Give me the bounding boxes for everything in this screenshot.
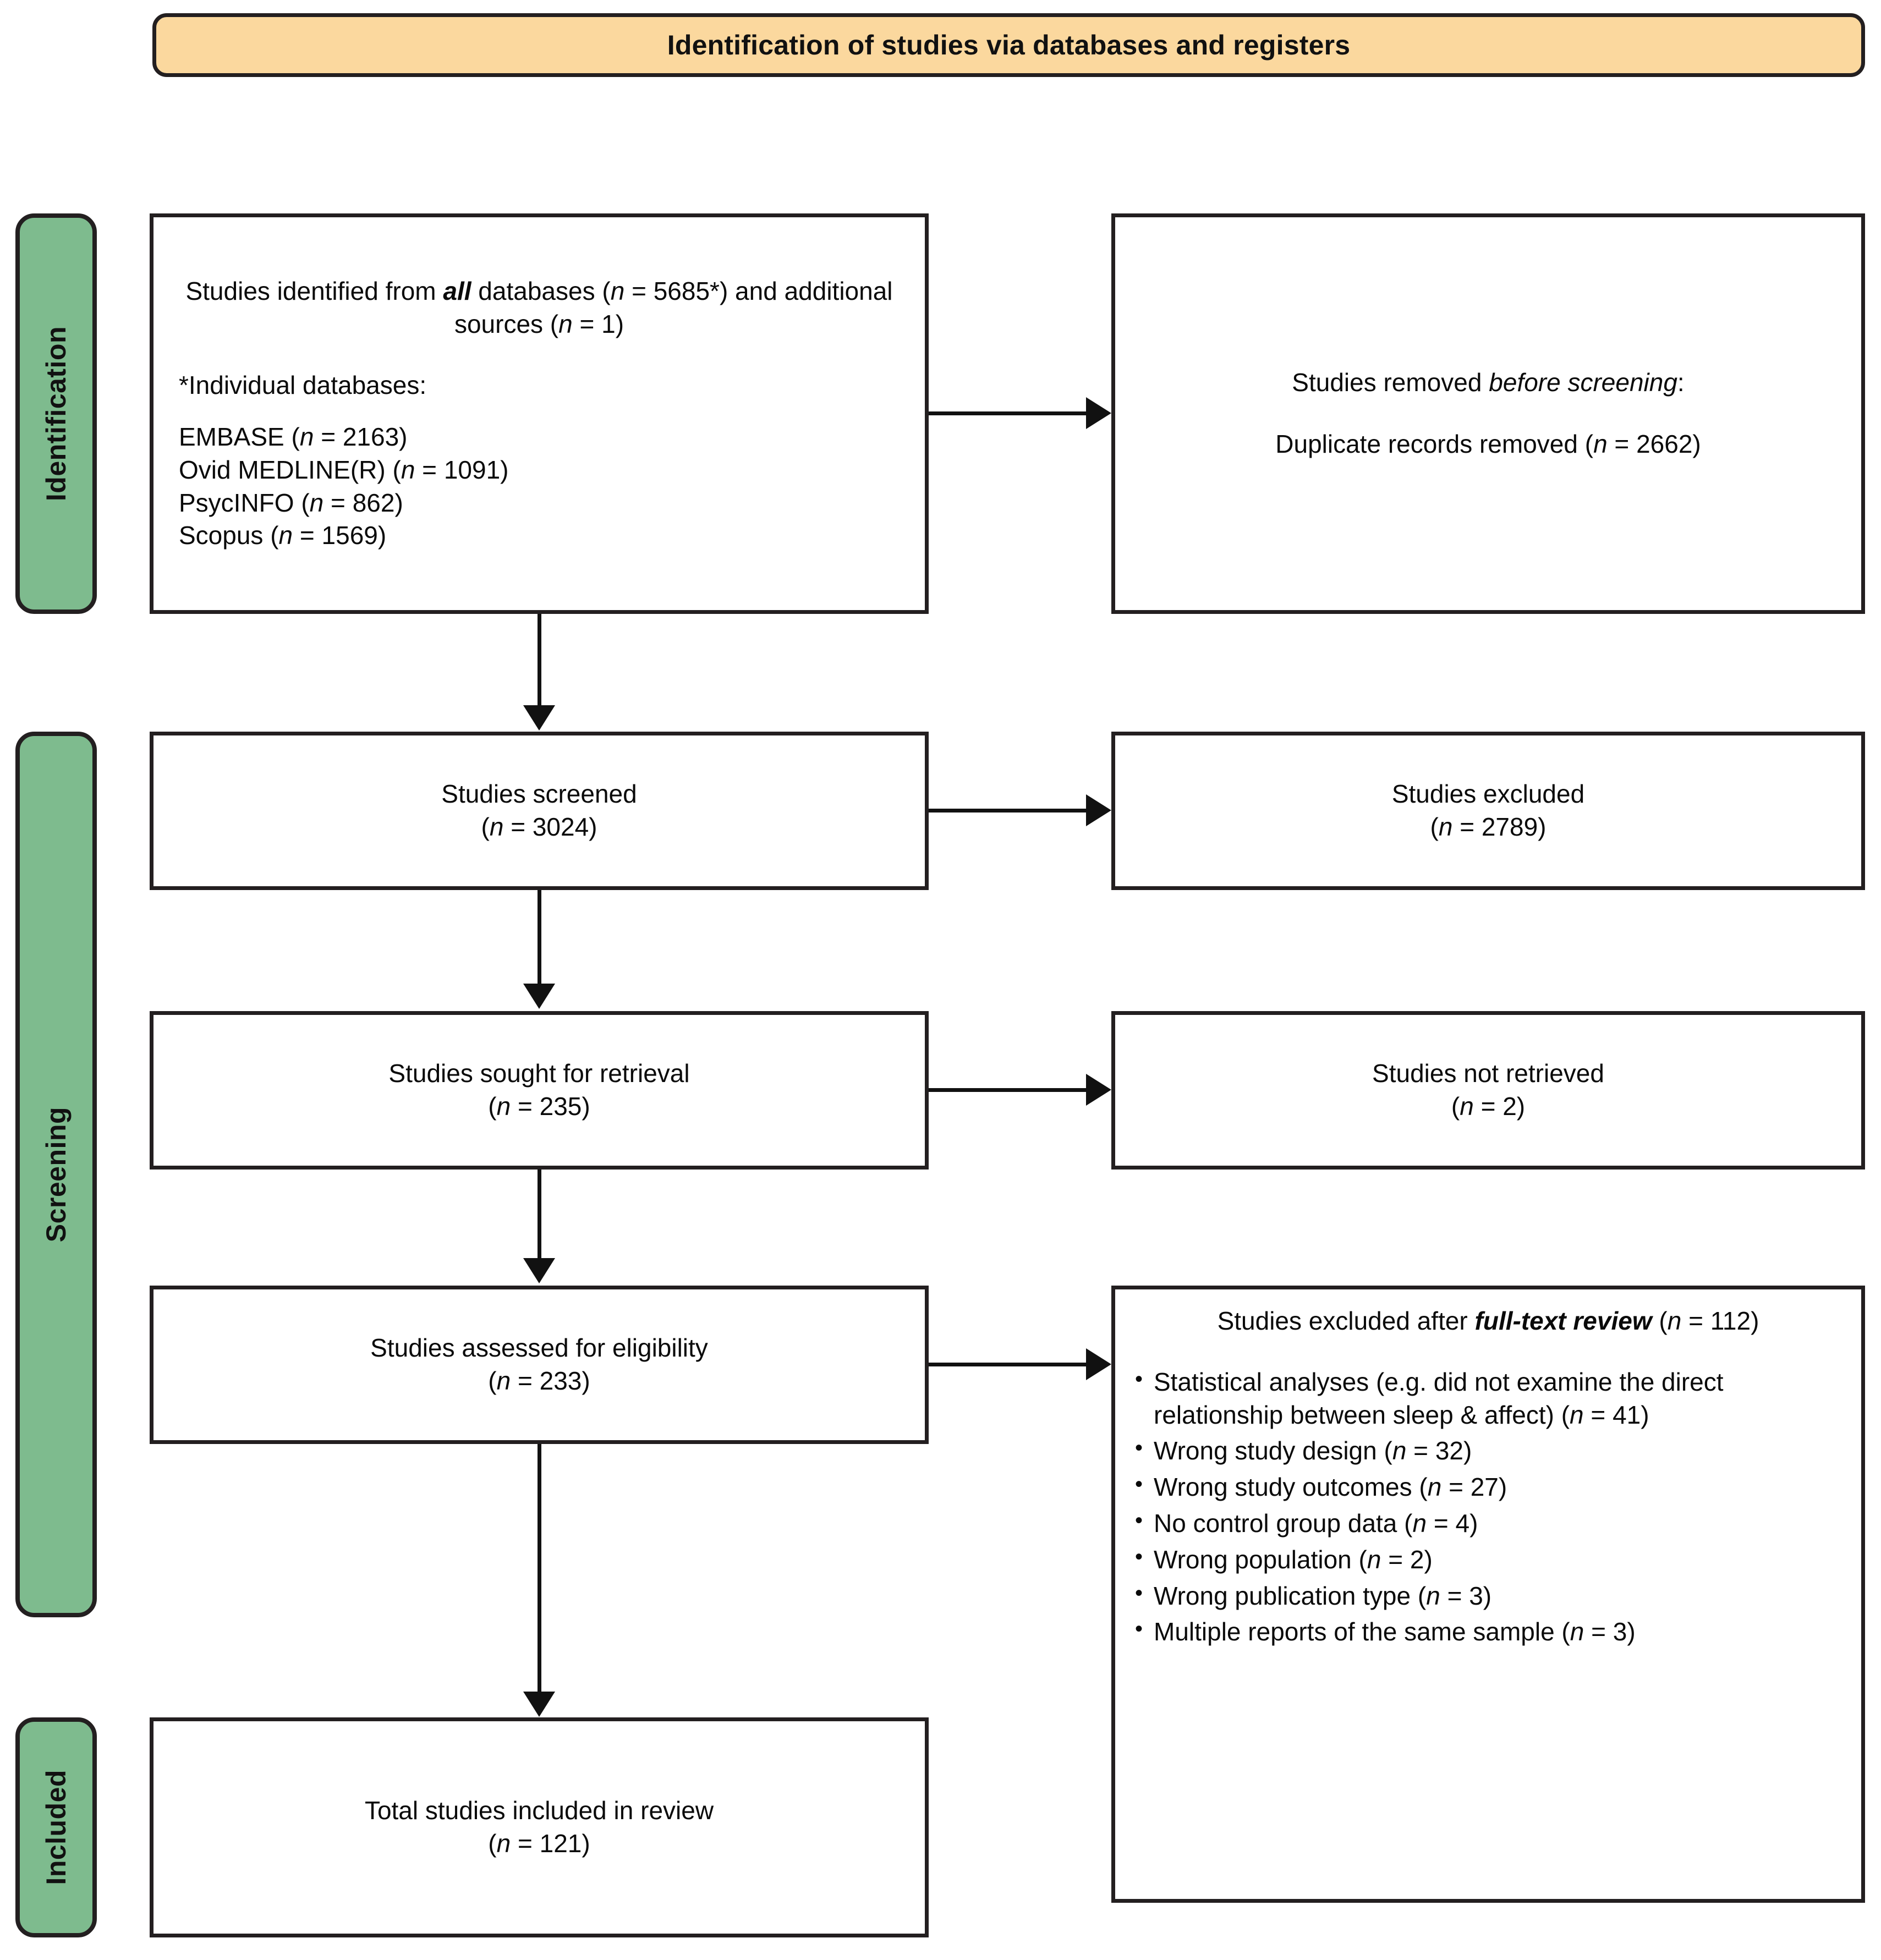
screened-count: (n = 3024): [481, 812, 597, 841]
sought-title: Studies sought for retrieval: [388, 1059, 690, 1088]
not-retrieved-count: (n = 2): [1451, 1092, 1526, 1121]
database-row: EMBASE (n = 2163): [179, 422, 408, 452]
box-total-included: Total studies included in review (n = 12…: [150, 1717, 929, 1937]
stage-label-text: Identification: [41, 326, 72, 502]
identified-subheading: *Individual databases:: [179, 371, 427, 400]
spacer: [1132, 1337, 1845, 1366]
reason-item: Wrong population (n = 2): [1132, 1542, 1845, 1577]
box-studies-excluded-fulltext: Studies excluded after full-text review …: [1111, 1286, 1865, 1903]
arrow-screened-to-sought: [538, 890, 541, 984]
box-studies-identified: Studies identified from all databases (n…: [150, 213, 929, 614]
arrow-head-right: [1086, 1074, 1111, 1106]
fulltext-reason-list: Statistical analyses (e.g. did not exami…: [1132, 1365, 1845, 1652]
arrow-identified-to-removed: [929, 411, 1086, 415]
stage-label-identification: Identification: [15, 213, 97, 614]
arrow-head-right: [1086, 397, 1111, 429]
excluded-count: (n = 2789): [1430, 812, 1547, 841]
box-studies-assessed: Studies assessed for eligibility (n = 23…: [150, 1286, 929, 1444]
reason-item: No control group data (n = 4): [1132, 1506, 1845, 1540]
stage-label-text: Screening: [41, 1106, 72, 1243]
box-studies-not-retrieved: Studies not retrieved (n = 2): [1111, 1011, 1865, 1170]
removed-duplicates: Duplicate records removed (n = 2662): [1275, 430, 1701, 458]
arrow-head-down: [523, 984, 555, 1009]
included-count: (n = 121): [488, 1829, 590, 1858]
stage-label-screening: Screening: [15, 732, 97, 1617]
included-title: Total studies included in review: [364, 1796, 714, 1825]
arrow-assessed-to-fulltext: [929, 1363, 1086, 1366]
reason-item: Multiple reports of the same sample (n =…: [1132, 1615, 1845, 1649]
stage-label-included: Included: [15, 1717, 97, 1937]
excluded-title: Studies excluded: [1391, 779, 1585, 809]
stage-label-text: Included: [41, 1770, 72, 1885]
header-banner: Identification of studies via databases …: [152, 13, 1865, 77]
header-title: Identification of studies via databases …: [667, 30, 1351, 61]
arrow-assessed-to-included: [538, 1444, 541, 1692]
identified-headline: Studies identified from all databases (n…: [185, 276, 893, 338]
assessed-count: (n = 233): [488, 1366, 590, 1395]
database-row: PsycINFO (n = 862): [179, 488, 403, 517]
box-studies-screened: Studies screened (n = 3024): [150, 732, 929, 890]
database-row: Scopus (n = 1569): [179, 521, 387, 550]
sought-count: (n = 235): [488, 1092, 590, 1121]
assessed-title: Studies assessed for eligibility: [370, 1333, 708, 1363]
arrow-identified-to-screened: [538, 614, 541, 706]
reason-item: Wrong publication type (n = 3): [1132, 1579, 1845, 1613]
arrow-head-right: [1086, 1348, 1111, 1380]
not-retrieved-title: Studies not retrieved: [1372, 1059, 1604, 1088]
fulltext-heading: Studies excluded after full-text review …: [1217, 1306, 1759, 1335]
arrow-sought-to-not-retrieved: [929, 1088, 1086, 1092]
arrow-head-right: [1086, 794, 1111, 826]
arrow-head-down: [523, 1692, 555, 1717]
screened-title: Studies screened: [441, 779, 637, 809]
box-studies-sought: Studies sought for retrieval (n = 235): [150, 1011, 929, 1170]
box-studies-excluded: Studies excluded (n = 2789): [1111, 732, 1865, 890]
spacer: [179, 402, 508, 421]
reason-item: Wrong study outcomes (n = 27): [1132, 1470, 1845, 1504]
removed-heading: Studies removed before screening:: [1292, 368, 1685, 397]
reason-item: Statistical analyses (e.g. did not exami…: [1132, 1365, 1845, 1432]
reason-item: Wrong study design (n = 32): [1132, 1434, 1845, 1468]
database-row: Ovid MEDLINE(R) (n = 1091): [179, 455, 509, 484]
identified-database-block: *Individual databases: EMBASE (n = 2163)…: [172, 369, 508, 552]
arrow-head-down: [523, 1258, 555, 1283]
arrow-head-down: [523, 705, 555, 731]
arrow-screened-to-excluded: [929, 809, 1086, 812]
arrow-sought-to-assessed: [538, 1170, 541, 1258]
box-studies-removed: Studies removed before screening: Duplic…: [1111, 213, 1865, 614]
